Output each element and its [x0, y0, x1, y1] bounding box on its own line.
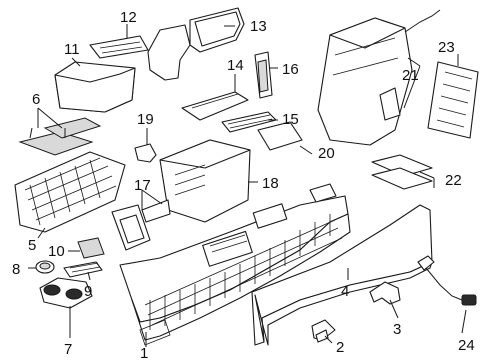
callout-10: 10 [48, 243, 65, 260]
callout-1: 1 [140, 345, 148, 360]
part-16 [254, 51, 273, 99]
pad-14 [181, 91, 249, 121]
callout-19: 19 [137, 111, 154, 128]
callout-24: 24 [458, 337, 475, 354]
mat-9 [63, 261, 103, 278]
callout-18: 18 [262, 175, 279, 192]
leader-lines [28, 24, 467, 347]
pads-22 [371, 154, 433, 190]
callout-labels: 1 2 3 4 5 6 7 8 9 10 11 12 13 14 15 16 1… [12, 9, 475, 360]
callout-20: 20 [318, 145, 335, 162]
panel-23 [427, 61, 479, 139]
callout-23: 23 [438, 39, 455, 56]
armrest-lid [54, 61, 136, 113]
callout-22: 22 [445, 172, 462, 189]
hinge-bracket [147, 7, 245, 81]
callout-2: 2 [336, 339, 344, 356]
bracket-3 [369, 281, 401, 305]
callout-6: 6 [32, 91, 40, 108]
pad-20 [257, 121, 303, 151]
callout-13: 13 [250, 18, 267, 35]
callout-5: 5 [28, 237, 36, 254]
callout-11: 11 [64, 41, 80, 58]
callout-4: 4 [341, 283, 349, 300]
clip-19 [134, 143, 157, 163]
storage-bin [159, 139, 251, 223]
callout-12: 12 [120, 9, 137, 26]
callout-14: 14 [227, 57, 244, 74]
callout-7: 7 [64, 341, 72, 358]
storage-mats [18, 117, 102, 156]
armrest-large [317, 9, 441, 146]
mat-10 [77, 237, 105, 259]
bracket-2 [311, 319, 336, 343]
callout-8: 8 [12, 261, 20, 278]
console-body [119, 183, 351, 346]
storage-tray [14, 151, 126, 233]
callout-9: 9 [84, 283, 92, 300]
cup-holder [39, 277, 93, 309]
callout-3: 3 [393, 321, 401, 338]
callout-21: 21 [402, 67, 419, 84]
usb-wiring [417, 255, 477, 306]
lid-bracket [89, 35, 149, 59]
callout-16: 16 [282, 61, 299, 78]
bracket-17 [111, 199, 171, 251]
ring-insert [35, 260, 55, 274]
callout-15: 15 [282, 111, 299, 128]
callout-17: 17 [134, 177, 151, 194]
